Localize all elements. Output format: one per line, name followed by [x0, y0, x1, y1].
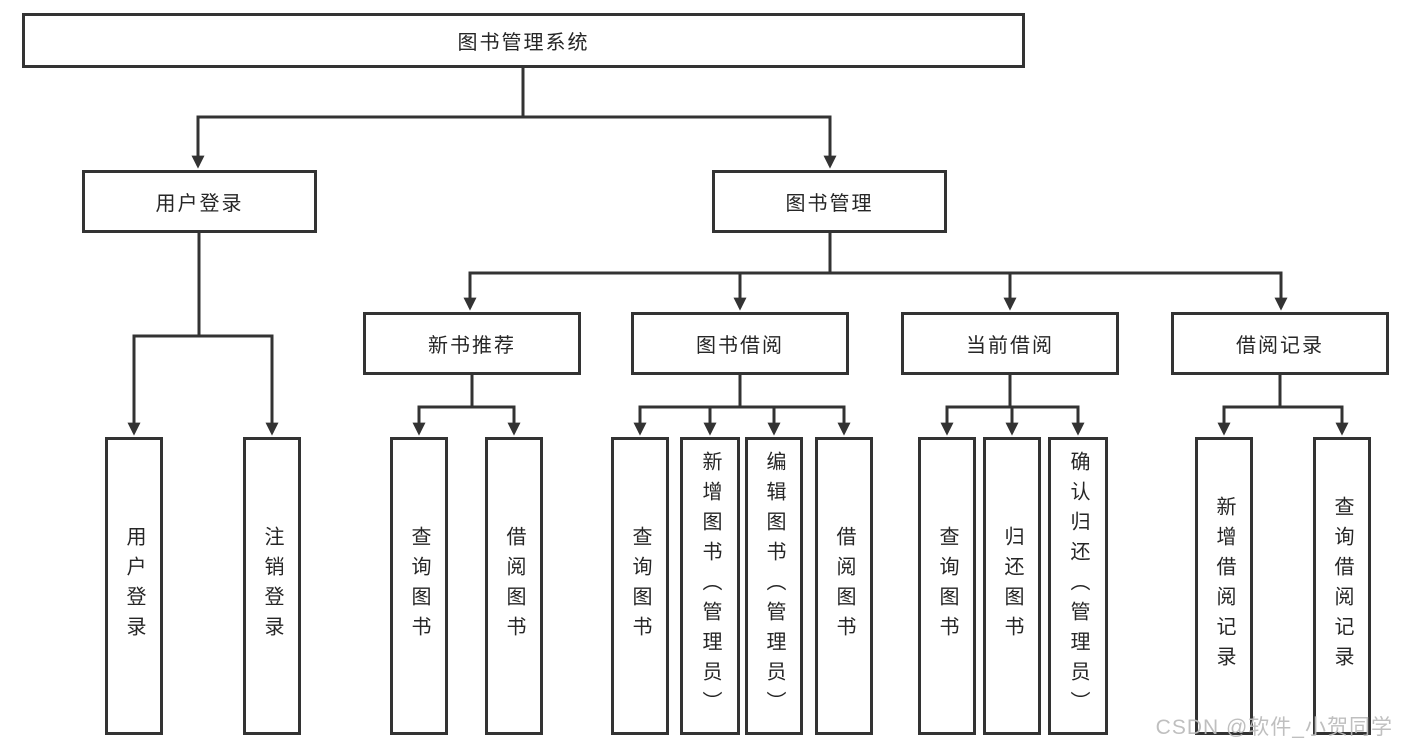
csdn-watermark: CSDN @软件_小贺同学 [1155, 716, 1393, 739]
leaf-label: 编辑图书（管理员） [763, 451, 785, 721]
leaf-label: 借阅图书 [503, 526, 525, 646]
node-library-management-system: 图书管理系统 [22, 13, 1025, 68]
connector-current-borrow-leaves [940, 375, 1085, 436]
leaf-query-books: 查询图书 [611, 437, 669, 735]
node-label: 用户登录 [155, 193, 244, 215]
node-label: 图书管理系统 [457, 32, 590, 54]
connector-borrow-records-leaves [1217, 375, 1349, 436]
leaf-label: 查询图书 [629, 526, 651, 646]
leaf-return-books: 归还图书 [983, 437, 1041, 735]
node-label: 新书推荐 [428, 335, 516, 357]
leaf-query-borrow-record: 查询借阅记录 [1313, 437, 1371, 735]
leaf-label: 注销登录 [261, 526, 283, 646]
leaf-borrow-books: 借阅图书 [485, 437, 543, 735]
node-label: 当前借阅 [966, 335, 1054, 357]
node-borrow-records: 借阅记录 [1171, 312, 1389, 375]
connector-book-borrow-leaves [633, 375, 851, 436]
node-current-borrow: 当前借阅 [901, 312, 1119, 375]
leaf-label: 确认归还（管理员） [1067, 451, 1089, 721]
node-user-login: 用户登录 [82, 170, 317, 233]
leaf-add-books-admin: 新增图书（管理员） [680, 437, 740, 735]
leaf-label: 查询图书 [936, 526, 958, 646]
node-new-book-recommend: 新书推荐 [363, 312, 581, 375]
leaf-query-books: 查询图书 [918, 437, 976, 735]
leaf-label: 新增借阅记录 [1213, 496, 1235, 676]
connector-user-login-leaves [127, 233, 279, 436]
leaf-label: 用户登录 [123, 526, 145, 646]
node-book-management: 图书管理 [712, 170, 947, 233]
connector-root-to-level2 [191, 68, 837, 169]
leaf-label: 查询图书 [408, 526, 430, 646]
node-label: 图书借阅 [696, 335, 784, 357]
leaf-edit-books-admin: 编辑图书（管理员） [745, 437, 803, 735]
leaf-confirm-return-admin: 确认归还（管理员） [1048, 437, 1108, 735]
connector-management-to-level3 [463, 233, 1288, 311]
leaf-logout: 注销登录 [243, 437, 301, 735]
leaf-label: 归还图书 [1001, 526, 1023, 646]
leaf-label: 借阅图书 [833, 526, 855, 646]
node-book-borrow: 图书借阅 [631, 312, 849, 375]
leaf-label: 查询借阅记录 [1331, 496, 1353, 676]
node-label: 借阅记录 [1236, 335, 1324, 357]
leaf-label: 新增图书（管理员） [699, 451, 721, 721]
leaf-query-books: 查询图书 [390, 437, 448, 735]
leaf-add-borrow-record: 新增借阅记录 [1195, 437, 1253, 735]
leaf-user-login: 用户登录 [105, 437, 163, 735]
connector-new-book-leaves [412, 375, 521, 436]
leaf-borrow-books: 借阅图书 [815, 437, 873, 735]
node-label: 图书管理 [785, 193, 874, 215]
